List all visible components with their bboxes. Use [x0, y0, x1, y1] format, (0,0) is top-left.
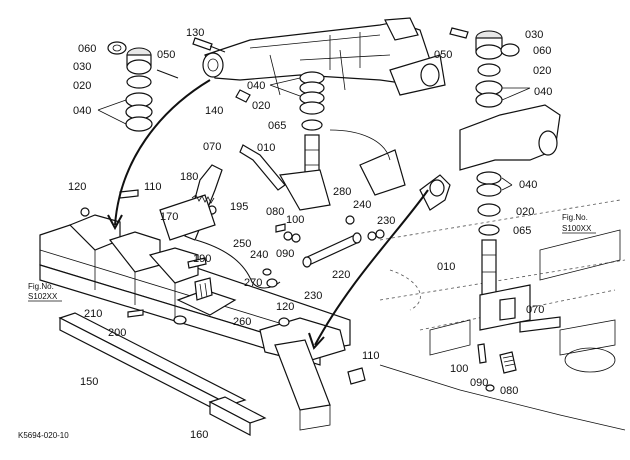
- small-hardware: [80, 207, 385, 327]
- label-240-left: 240: [250, 249, 268, 261]
- label-130: 130: [186, 27, 204, 39]
- left-bushing-stack: [107, 41, 179, 132]
- right-upper-bracket: [389, 54, 561, 171]
- label-110-lower: 110: [362, 350, 380, 362]
- label-180: 180: [180, 171, 198, 183]
- right-bushing-stack-lower: [476, 171, 502, 301]
- label-040-right-upper: 040: [534, 86, 552, 98]
- right-lower-arm: [477, 284, 561, 392]
- clip-140: [235, 89, 251, 103]
- label-200: 200: [108, 327, 126, 339]
- fig-ref-right-title: Fig.No.: [562, 213, 588, 222]
- figure-reference-right: Fig.No. S100XX: [562, 213, 596, 234]
- handle-160: [208, 396, 267, 436]
- label-060-left: 060: [78, 43, 96, 55]
- drawing-code: K5694-020-10: [18, 431, 69, 440]
- label-leaders: [97, 77, 531, 191]
- pin-190: [187, 257, 207, 269]
- label-190: 190: [193, 253, 211, 265]
- label-030-left: 030: [73, 61, 91, 73]
- label-270: 270: [244, 277, 262, 289]
- label-070-right: 070: [526, 304, 544, 316]
- label-260: 260: [233, 316, 251, 328]
- fig-ref-right-number: S100XX: [562, 224, 592, 233]
- label-160: 160: [190, 429, 208, 441]
- label-240-right: 240: [353, 199, 371, 211]
- label-080-right: 080: [500, 385, 518, 397]
- label-020-right-lower: 020: [516, 206, 534, 218]
- part-labels: 130 060 050 030 020 040 140 040 020 065 …: [68, 27, 552, 441]
- rod-220: [302, 232, 362, 268]
- main-frame: [39, 214, 351, 431]
- pin-210: [127, 309, 144, 318]
- label-170: 170: [160, 211, 178, 223]
- figure-reference-left: Fig.No. S102XX: [28, 282, 62, 302]
- right-background-frame: [379, 199, 626, 431]
- label-210: 210: [84, 308, 102, 320]
- label-070-middle: 070: [203, 141, 221, 153]
- spring-180: [191, 194, 215, 204]
- label-220: 220: [332, 269, 350, 281]
- label-100-middle: 100: [286, 214, 304, 226]
- label-120-upper: 120: [68, 181, 86, 193]
- middle-arm-070: [239, 129, 406, 211]
- label-150: 150: [80, 376, 98, 388]
- label-050-right: 050: [434, 49, 452, 61]
- label-050-left: 050: [157, 49, 175, 61]
- label-030-right: 030: [525, 29, 543, 41]
- label-020-right-upper: 020: [533, 65, 551, 77]
- label-100-right: 100: [450, 363, 468, 375]
- label-250: 250: [233, 238, 251, 250]
- lever-195: [159, 164, 223, 241]
- label-090-middle: 090: [276, 248, 294, 260]
- label-010-right: 010: [437, 261, 455, 273]
- label-080-middle: 080: [266, 206, 284, 218]
- right-bushing-stack-upper: [449, 27, 520, 108]
- label-140: 140: [205, 105, 223, 117]
- bracket-260-270: [173, 277, 237, 325]
- fig-ref-left-number: S102XX: [28, 292, 58, 301]
- label-065-middle: 065: [268, 120, 286, 132]
- fig-ref-left-title: Fig.No.: [28, 282, 54, 291]
- label-065-right: 065: [513, 225, 531, 237]
- label-195: 195: [230, 201, 248, 213]
- label-060-right: 060: [533, 45, 551, 57]
- leader-arrows: [107, 79, 429, 350]
- pin-110-upper: [119, 189, 139, 199]
- pin-110-lower: [347, 367, 366, 385]
- label-040-middle: 040: [247, 80, 265, 92]
- label-110-upper: 110: [144, 181, 162, 193]
- bolt-130: [192, 37, 226, 53]
- label-280: 280: [333, 186, 351, 198]
- label-040-right-lower: 040: [519, 179, 537, 191]
- label-120-lower: 120: [276, 301, 294, 313]
- label-090-right: 090: [470, 377, 488, 389]
- label-010-middle: 010: [257, 142, 275, 154]
- label-230-lower: 230: [304, 290, 322, 302]
- pivot-eye: [429, 179, 445, 197]
- label-020-middle: 020: [252, 100, 270, 112]
- label-230-upper: 230: [377, 215, 395, 227]
- label-020-left: 020: [73, 80, 91, 92]
- label-040-left: 040: [73, 105, 91, 117]
